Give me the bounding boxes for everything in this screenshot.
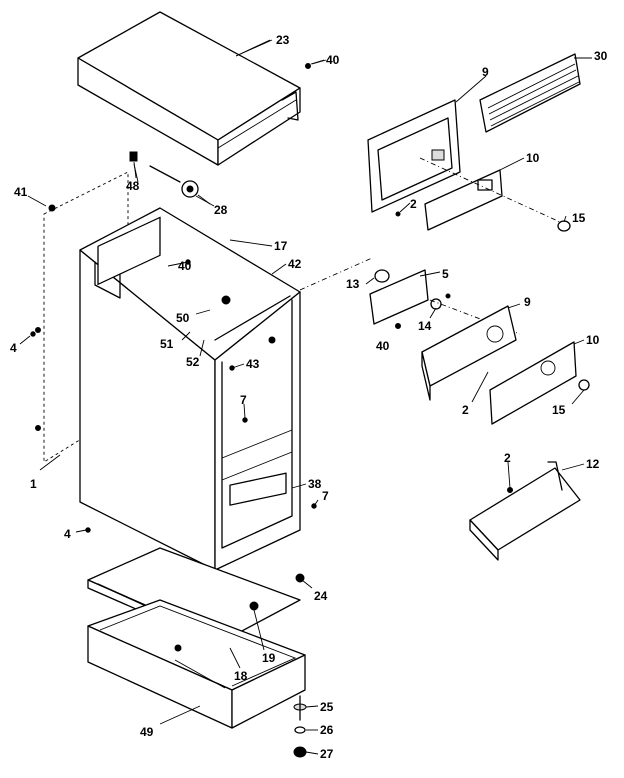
label-10-mid [489, 341, 577, 425]
front-panel-9-mid [421, 305, 517, 401]
callout-14: 14 [418, 319, 432, 333]
callout-27: 27 [320, 747, 334, 761]
callout-10-mid: 10 [586, 333, 600, 347]
callout-41: 41 [14, 185, 28, 199]
knob-15-mid [578, 379, 590, 391]
callout-15-top: 15 [572, 211, 586, 225]
callout-2-mid: 2 [462, 403, 469, 417]
callout-24: 24 [314, 589, 328, 603]
knob-15-top [557, 220, 571, 232]
callout-17: 17 [274, 239, 288, 253]
callout-19: 19 [262, 651, 276, 665]
callout-7-mid: 7 [240, 393, 247, 407]
callout-15-mid: 15 [552, 403, 566, 417]
callout-40-top: 40 [326, 53, 340, 67]
callout-52: 52 [186, 355, 200, 369]
callout-4-side: 4 [10, 341, 17, 355]
callout-23: 23 [276, 33, 290, 47]
callout-49: 49 [140, 725, 154, 739]
leader-lines [19, 39, 592, 755]
top-cover [77, 11, 301, 166]
front-panel-9-top [367, 99, 461, 213]
callout-40-mid: 40 [178, 259, 192, 273]
callout-labels: 23 40 9 30 10 15 2 48 28 41 17 42 40 50 … [10, 33, 608, 761]
grille-30 [479, 53, 581, 133]
callout-2-top: 2 [410, 197, 417, 211]
callout-50: 50 [176, 311, 190, 325]
callout-5: 5 [442, 267, 449, 281]
callout-7-right: 7 [322, 489, 329, 503]
control-bracket-5 [369, 269, 429, 329]
callout-28: 28 [214, 203, 228, 217]
cabinet-body [79, 207, 301, 571]
leveling-foot [293, 695, 307, 758]
callout-38: 38 [308, 477, 322, 491]
callout-51: 51 [160, 337, 174, 351]
callout-10-top: 10 [526, 151, 540, 165]
callout-26: 26 [320, 723, 334, 737]
callout-9-mid: 9 [524, 295, 531, 309]
callout-30: 30 [594, 49, 608, 63]
callout-43: 43 [246, 357, 260, 371]
callout-13: 13 [346, 277, 360, 291]
callout-2-bracket: 2 [504, 451, 511, 465]
callout-18: 18 [234, 669, 248, 683]
bracket-12 [469, 461, 581, 561]
callout-1: 1 [30, 477, 37, 491]
callout-12: 12 [586, 457, 600, 471]
callout-9-top: 9 [482, 65, 489, 79]
callout-42: 42 [288, 257, 302, 271]
callout-40-right: 40 [376, 339, 390, 353]
callout-25: 25 [320, 700, 334, 714]
base-49 [87, 599, 306, 729]
callout-4-bottom: 4 [64, 527, 71, 541]
callout-48: 48 [126, 179, 140, 193]
